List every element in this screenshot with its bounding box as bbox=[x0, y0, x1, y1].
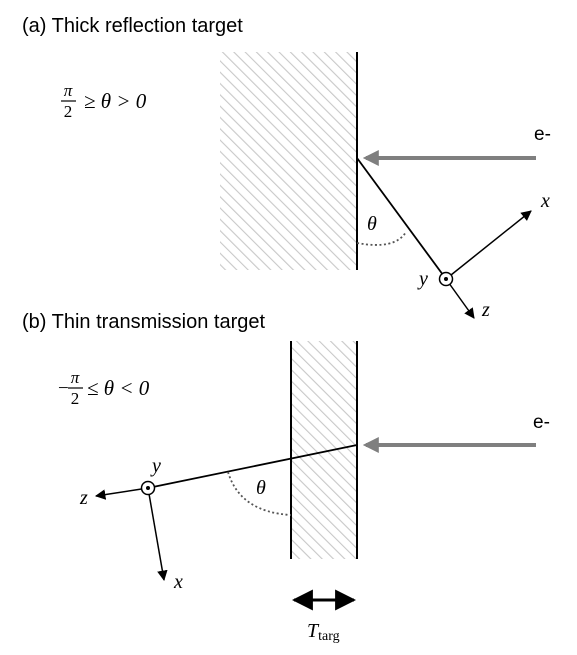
panel-b-title: (b) Thin transmission target bbox=[22, 311, 266, 333]
panel-a-two: 2 bbox=[64, 102, 73, 121]
panel-a-x-label: x bbox=[540, 190, 550, 212]
thickness-subscript: targ bbox=[318, 629, 340, 644]
panel-a-z-axis bbox=[445, 278, 475, 319]
panel-b-z-label: z bbox=[79, 487, 88, 509]
thin-target bbox=[291, 341, 357, 559]
panel-b: (b) Thin transmission target − π 2 ≤ θ <… bbox=[22, 311, 550, 644]
panel-b-x-axis bbox=[147, 487, 168, 582]
panel-a-relation: ≥ θ > 0 bbox=[84, 89, 147, 113]
panel-b-relation: ≤ θ < 0 bbox=[87, 376, 150, 400]
panel-b-y-label: y bbox=[150, 455, 161, 477]
panel-b-electron-label: e- bbox=[533, 412, 550, 433]
panel-b-two: 2 bbox=[71, 389, 80, 408]
panel-b-pi: π bbox=[71, 368, 80, 387]
panel-a-y-label: y bbox=[417, 268, 428, 290]
panel-a-pi: π bbox=[64, 81, 73, 100]
panel-a-angle-arc bbox=[356, 231, 407, 246]
panel-b-z-axis bbox=[94, 487, 149, 500]
panel-b-minus: − bbox=[58, 378, 69, 399]
panel-b-condition: − π 2 ≤ θ < 0 bbox=[58, 368, 150, 408]
panel-b-angle-label: θ bbox=[256, 477, 266, 499]
panel-b-x-label: x bbox=[173, 571, 183, 593]
panel-a-angle-label: θ bbox=[367, 213, 377, 235]
panel-a-z-label: z bbox=[481, 299, 490, 321]
panel-a-x-axis bbox=[445, 210, 532, 280]
panel-a-y-axis-dot bbox=[444, 277, 448, 281]
panel-b-angle-arc bbox=[227, 471, 292, 516]
thickness-label: Ttarg bbox=[307, 620, 340, 644]
thick-target bbox=[220, 52, 356, 270]
thickness-symbol: T bbox=[307, 620, 320, 642]
panel-a-condition: π 2 ≥ θ > 0 bbox=[61, 81, 147, 121]
panel-a-title: (a) Thick reflection target bbox=[22, 15, 243, 37]
panel-b-y-axis-dot bbox=[146, 486, 150, 490]
panel-a: (a) Thick reflection target π 2 ≥ θ > 0 … bbox=[22, 15, 551, 321]
panel-b-observation-line bbox=[147, 444, 358, 489]
panel-a-observation-line bbox=[356, 157, 447, 280]
panel-a-electron-label: e- bbox=[534, 124, 551, 145]
